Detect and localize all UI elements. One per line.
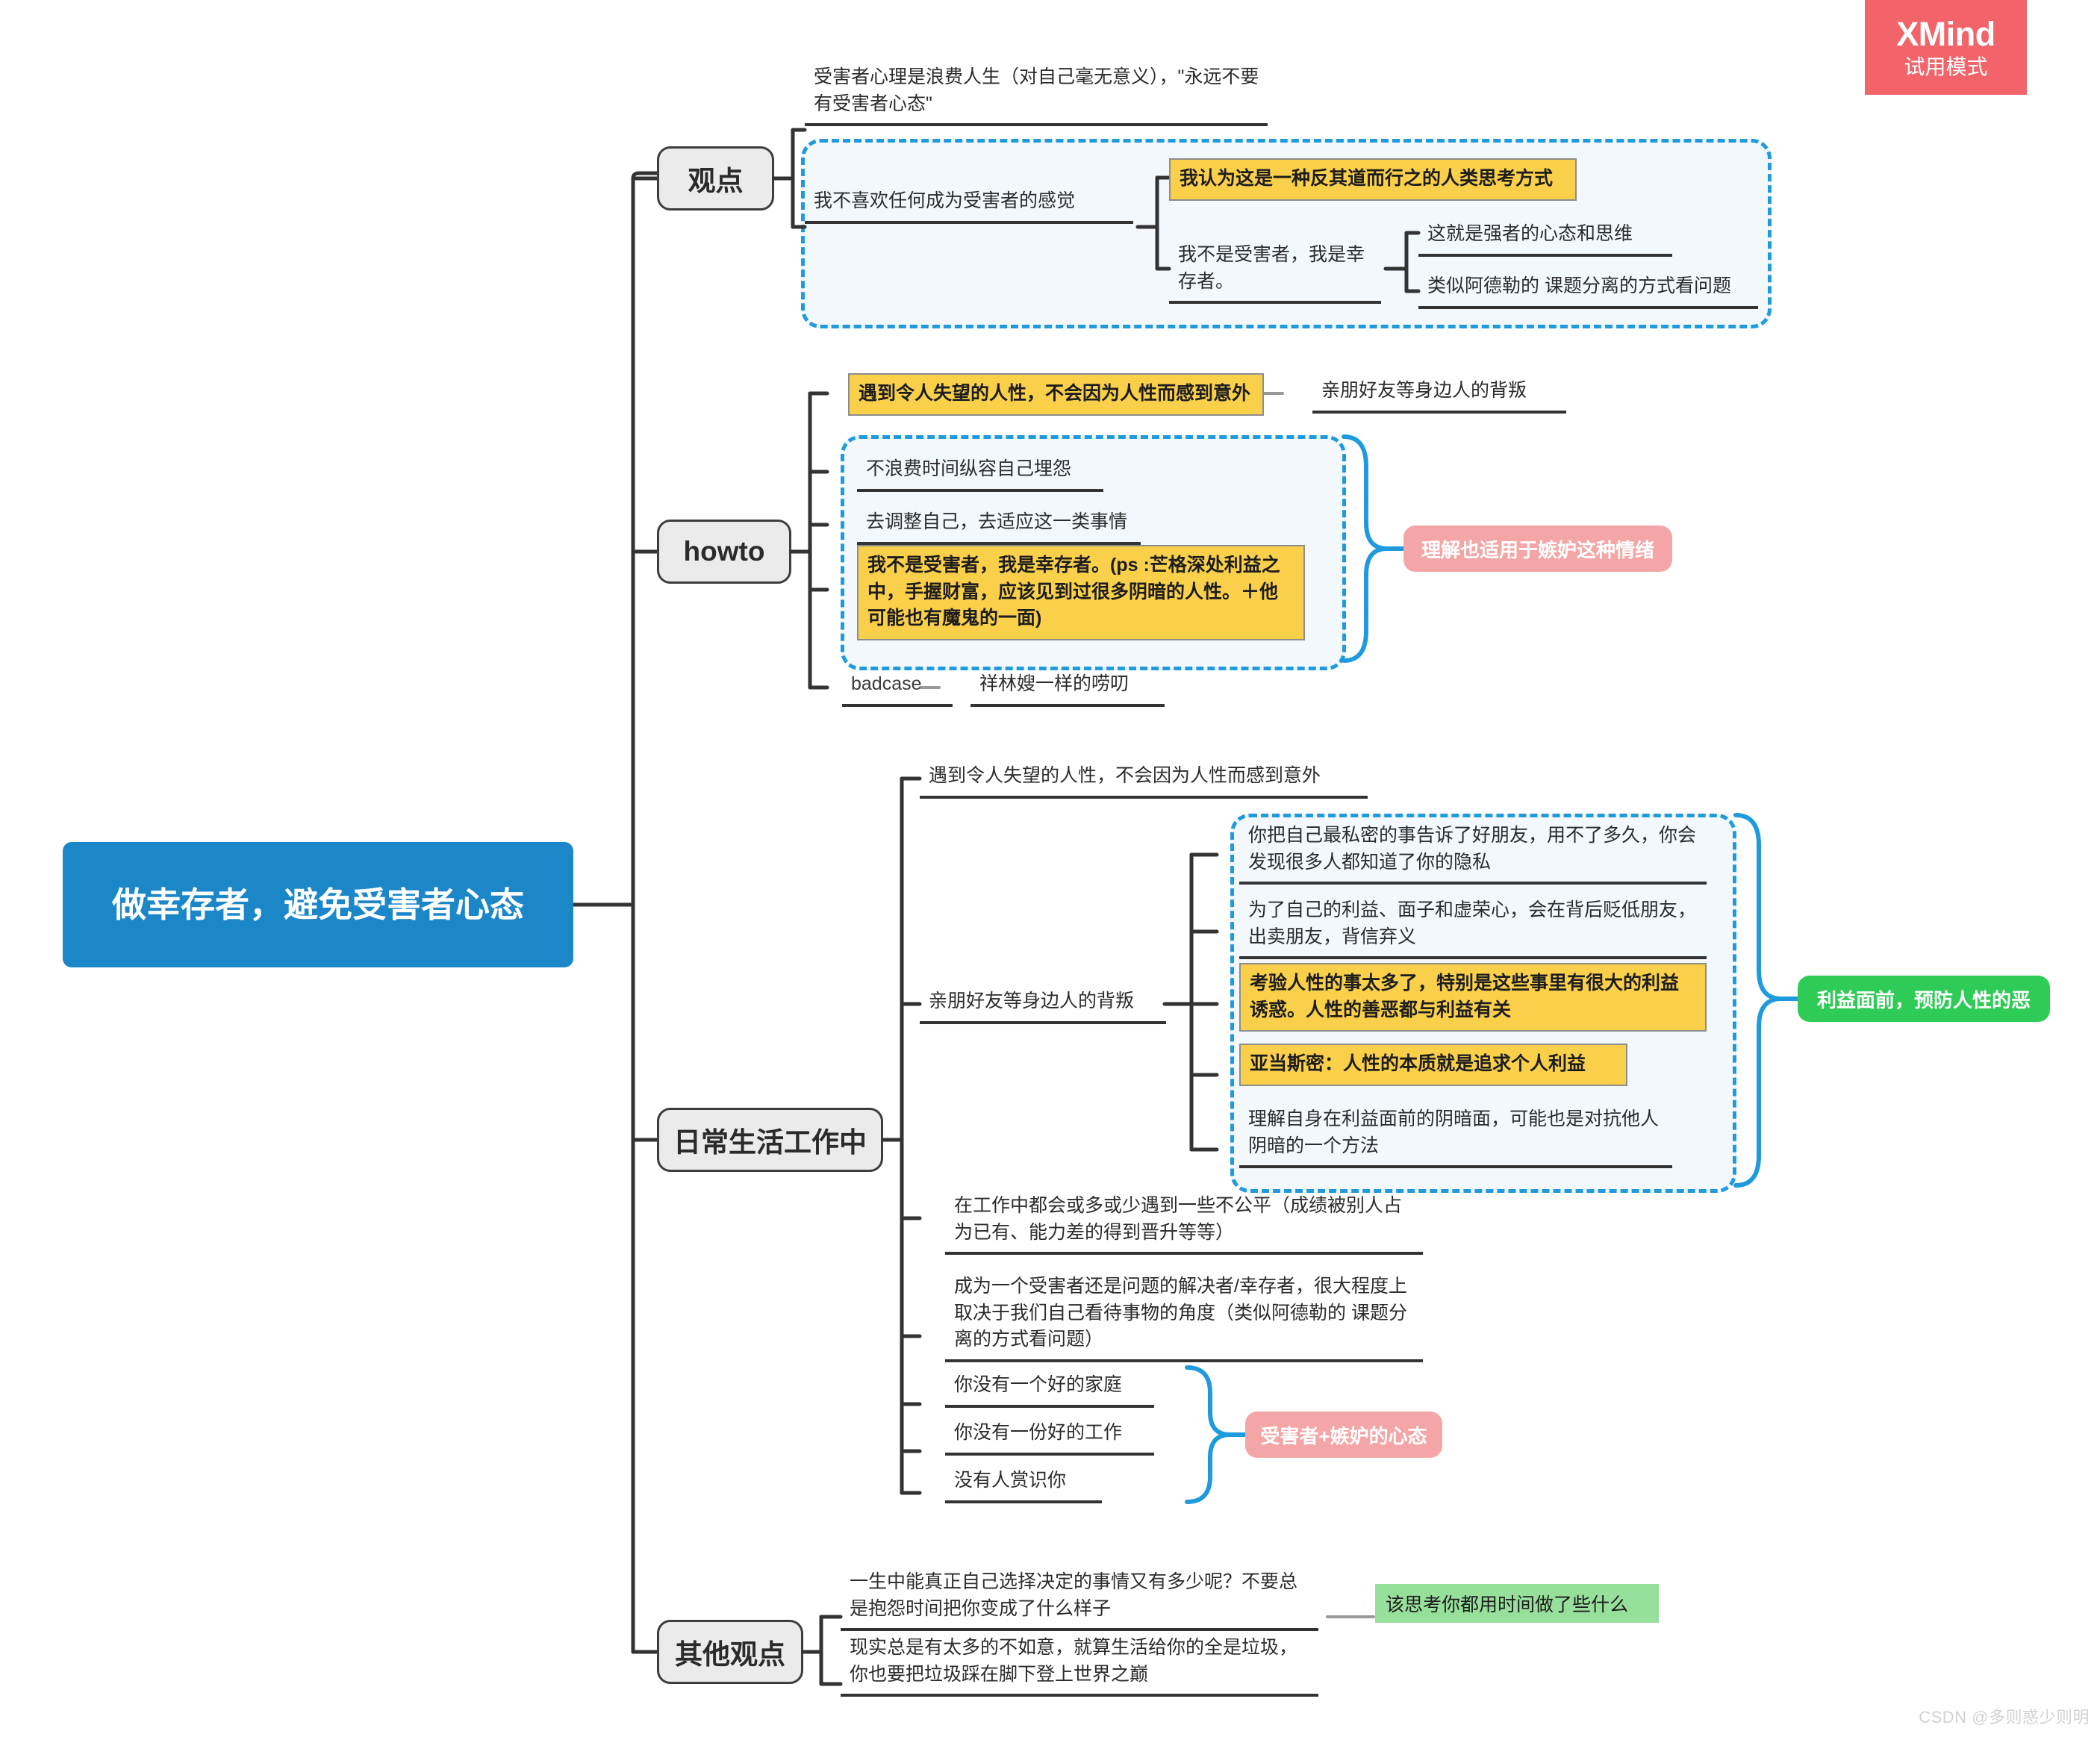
branch-node-howto[interactable]: howto xyxy=(657,520,791,584)
topic-daily-4[interactable]: 为了自己的利益、面子和虚荣心，会在背后贬低朋友，出卖朋友，背信弃义 xyxy=(1239,893,1707,959)
topic-daily-2[interactable]: 亲朋好友等身边人的背叛 xyxy=(920,984,1166,1024)
topic-guandian-6[interactable]: 类似阿德勒的 课题分离的方式看问题 xyxy=(1418,269,1758,309)
topic-daily-11[interactable]: 你没有一份好的工作 xyxy=(945,1415,1154,1456)
topic-guandian-5[interactable]: 这就是强者的心态和思维 xyxy=(1418,216,1672,257)
topic-daily-7[interactable]: 理解自身在利益面前的阴暗面，可能也是对抗他人阴暗的一个方法 xyxy=(1239,1102,1672,1168)
topic-daily-1[interactable]: 遇到令人失望的人性，不会因为人性而感到意外 xyxy=(920,758,1368,799)
topic-howto-3[interactable]: 不浪费时间纵容自己埋怨 xyxy=(857,452,1103,492)
branch-node-other[interactable]: 其他观点 xyxy=(657,1620,803,1684)
tag-other[interactable]: 该思考你都用时间做了些什么 xyxy=(1375,1584,1659,1623)
topic-guandian-4[interactable]: 我不是受害者，我是幸存者。 xyxy=(1169,237,1381,304)
topic-howto-1[interactable]: 遇到令人失望的人性，不会因为人性而感到意外 xyxy=(848,373,1264,416)
xmind-trial-label: 试用模式 xyxy=(1904,55,1988,79)
topic-daily-8[interactable]: 在工作中都会或多或少遇到一些不公平（成绩被别人占为已有、能力差的得到晋升等等） xyxy=(945,1188,1423,1255)
topic-howto-7[interactable]: 祥林嫂一样的唠叨 xyxy=(970,667,1165,707)
topic-daily-5[interactable]: 考验人性的事太多了，特别是这些事里有很大的利益诱惑。人性的善恶都与利益有关 xyxy=(1239,963,1707,1032)
callout-howto[interactable]: 理解也适用于嫉妒这种情绪 xyxy=(1403,526,1672,572)
topic-other-2[interactable]: 现实总是有太多的不如意，就算生活给你的全是垃圾，你也要把垃圾踩在脚下登上世界之巅 xyxy=(841,1630,1318,1697)
topic-daily-10[interactable]: 你没有一个好的家庭 xyxy=(945,1368,1154,1408)
csdn-watermark: CSDN @多则惑少则明 xyxy=(1919,1708,2090,1727)
topic-guandian-2[interactable]: 我不喜欢任何成为受害者的感觉 xyxy=(805,184,1133,224)
topic-other-1[interactable]: 一生中能真正自己选择决定的事情又有多少呢？不要总是抱怨时间把你变成了什么样子 xyxy=(841,1565,1318,1631)
xmind-watermark: XMind 试用模式 xyxy=(1865,0,2027,95)
topic-daily-12[interactable]: 没有人赏识你 xyxy=(945,1463,1102,1503)
topic-howto-6[interactable]: badcase xyxy=(842,667,953,707)
callout-daily-pink[interactable]: 受害者+嫉妒的心态 xyxy=(1245,1412,1442,1458)
topic-howto-4[interactable]: 去调整自己，去适应这一类事情 xyxy=(857,505,1141,545)
callout-daily-green[interactable]: 利益面前，预防人性的恶 xyxy=(1798,976,2050,1022)
xmind-logo-text: XMind xyxy=(1896,15,1995,54)
root-node[interactable]: 做幸存者，避免受害者心态 xyxy=(63,842,573,967)
branch-node-daily[interactable]: 日常生活工作中 xyxy=(657,1108,883,1172)
topic-daily-3[interactable]: 你把自己最私密的事告诉了好朋友，用不了多久，你会发现很多人都知道了你的隐私 xyxy=(1239,818,1707,885)
topic-guandian-1[interactable]: 受害者心理是浪费人生（对自己毫无意义），"永远不要有受害者心态" xyxy=(805,60,1268,126)
topic-howto-2[interactable]: 亲朋好友等身边人的背叛 xyxy=(1312,373,1566,414)
topic-guandian-3[interactable]: 我认为这是一种反其道而行之的人类思考方式 xyxy=(1169,158,1577,201)
topic-howto-5[interactable]: 我不是受害者，我是幸存者。(ps :芒格深处利益之中，手握财富，应该见到过很多阴… xyxy=(857,545,1305,640)
topic-daily-6[interactable]: 亚当斯密：人性的本质就是追求个人利益 xyxy=(1239,1044,1627,1086)
topic-daily-9[interactable]: 成为一个受害者还是问题的解决者/幸存者，很大程度上取决于我们自己看待事物的角度（… xyxy=(945,1269,1423,1362)
